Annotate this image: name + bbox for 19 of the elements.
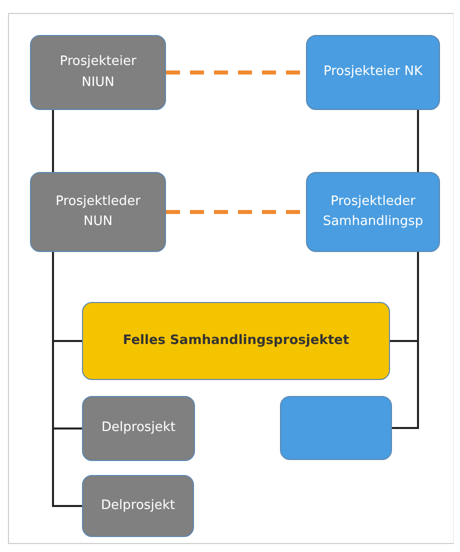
process-box (30, 35, 166, 110)
node-label: Felles Samhandlingsprosjektet (122, 332, 350, 350)
process-box (82, 396, 195, 461)
connector-line (392, 252, 419, 429)
connector-line (52, 110, 54, 172)
node-label: Prosjektleder NUN (54, 192, 142, 231)
process-box (82, 302, 390, 380)
process-box (30, 172, 166, 252)
process-box (306, 35, 440, 110)
node-label: Prosjekteier NIUN (58, 53, 138, 92)
node-label: Delprosjekt (100, 496, 176, 515)
connector-line (417, 110, 419, 172)
connector-line (52, 252, 82, 507)
process-box (82, 475, 194, 537)
process-box (306, 172, 440, 252)
node-label: Prosjekteier NK (322, 63, 424, 82)
node-label: Delprosjekt (100, 419, 176, 438)
empty-box (280, 396, 392, 460)
node-label: Prosjektleder Samhandlingsp (322, 192, 424, 231)
